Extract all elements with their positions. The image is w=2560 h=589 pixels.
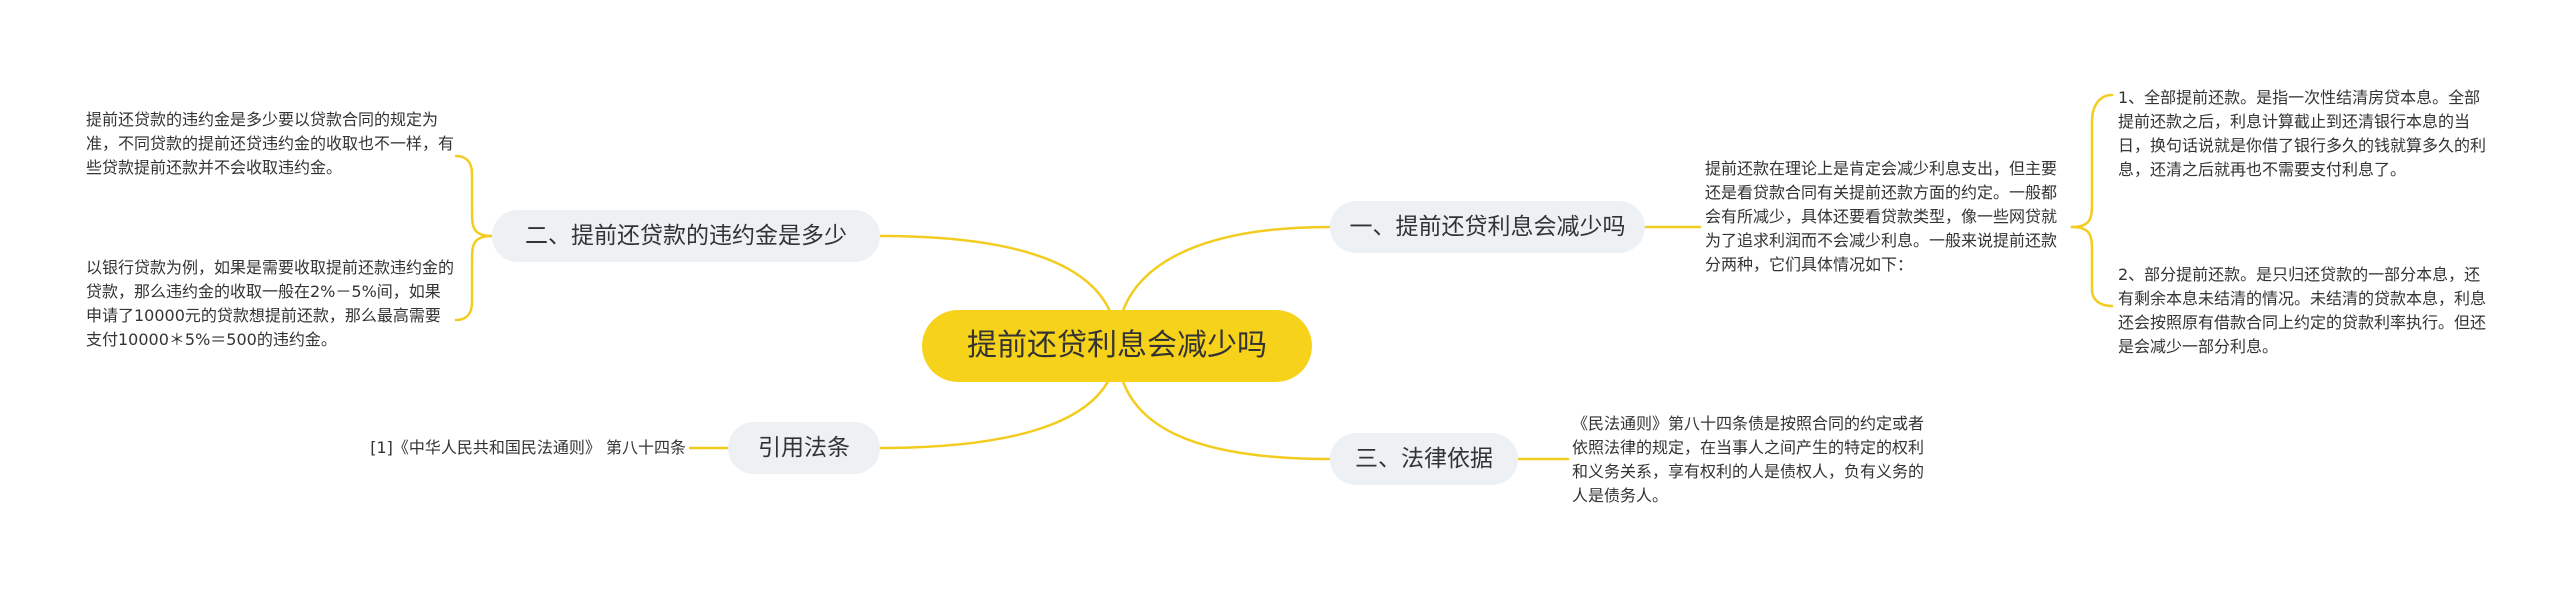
connector-intro-bracket [2070, 93, 2114, 229]
branch-legal-basis[interactable]: 三、法律依据 [1330, 433, 1518, 485]
leaf-repayment-intro: 提前还款在理论上是肯定会减少利息支出，但主要还是看贷款合同有关提前还款方面的约定… [1705, 159, 2058, 274]
branch-interest-reduction[interactable]: 一、提前还贷利息会减少吗 [1330, 201, 1645, 253]
leaf-law-citation: [1]《中华人民共和国民法通则》 第八十四条 [370, 438, 686, 457]
leaf-partial-prepayment: 2、部分提前还款。是只归还贷款的一部分本息，还有剩余本息未结清的情况。未结清的贷… [2118, 265, 2487, 356]
leaf-full-prepayment: 1、全部提前还款。是指一次性结清房贷本息。全部提前还款之后，利息计算截止到还清银… [2118, 88, 2487, 179]
connector-b2-bracket-down [454, 234, 494, 322]
leaf-penalty-example: 以银行贷款为例，如果是需要收取提前还款违约金的贷款，那么违约金的收取一般在2%－… [86, 258, 455, 349]
connector-intro-bracket-low [2070, 225, 2114, 308]
leaf-penalty-contract: 提前还贷款的违约金是多少要以贷款合同的规定为准，不同贷款的提前还贷违约金的收取也… [86, 110, 455, 177]
root-topic[interactable]: 提前还贷利息会减少吗 [922, 310, 1312, 382]
branch-penalty-amount[interactable]: 二、提前还贷款的违约金是多少 [492, 210, 880, 262]
branch-cited-law[interactable]: 引用法条 [728, 422, 880, 474]
leaf-civil-law-article: 《民法通则》第八十四条债是按照合同的约定或者依照法律的规定，在当事人之间产生的特… [1572, 414, 1925, 505]
connector-b2-bracket-up [454, 154, 494, 238]
